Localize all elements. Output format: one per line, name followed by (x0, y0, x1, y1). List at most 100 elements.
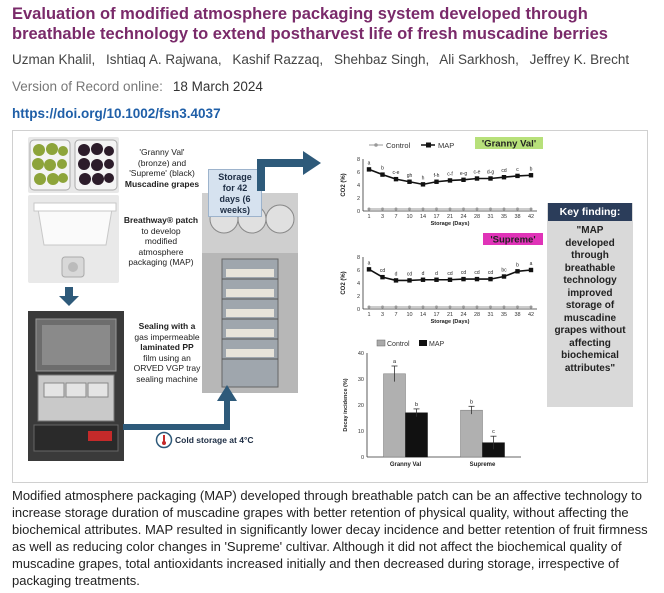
significance-letter: d-g (487, 170, 494, 176)
x-tick-label: 3 (381, 214, 384, 220)
author-name[interactable]: Ali Sarkhosh, (439, 52, 519, 67)
author-name[interactable]: Kashif Razzaq, (232, 52, 324, 67)
storage-line: Storage (218, 172, 252, 182)
significance-letter: d (395, 271, 398, 277)
author-name[interactable]: Shehbaz Singh, (333, 52, 430, 67)
legend-label: Control (386, 141, 411, 150)
x-tick-label: 14 (420, 214, 426, 220)
significance-letter: c-f (447, 171, 453, 177)
x-tick-label: 38 (514, 214, 520, 220)
x-tick-label: 7 (394, 312, 397, 318)
data-point-control (408, 305, 411, 309)
article-title[interactable]: Evaluation of modified atmosphere packag… (12, 5, 608, 43)
data-point-map (515, 269, 520, 274)
storage-line: days (6 (219, 194, 251, 204)
legend-label: MAP (429, 341, 445, 348)
significance-letter: b (381, 166, 384, 172)
data-point-map (434, 179, 439, 184)
data-point-control (516, 207, 519, 211)
author-name[interactable]: Uzman Khalil, (12, 52, 96, 67)
summary-text: Modified atmosphere packaging (MAP) deve… (12, 488, 648, 588)
grapes-illustration (29, 139, 118, 191)
author-name[interactable]: Ishtiaq A. Rajwana, (106, 52, 222, 67)
data-point-control (435, 305, 438, 309)
significance-letter: b (470, 399, 473, 405)
data-point-control (475, 305, 479, 309)
significance-letter: b (415, 402, 418, 408)
version-label: Version of Record online: (12, 79, 163, 94)
data-point-control (448, 207, 452, 211)
x-tick-label: 21 (447, 312, 453, 318)
y-axis-label: Decay incidence (%) (343, 378, 349, 431)
x-tick-label: 17 (433, 214, 439, 220)
x-tick-label: 38 (514, 312, 520, 318)
data-point-control (421, 305, 425, 309)
data-point-control (381, 305, 384, 309)
up-arrow-icon (123, 385, 237, 430)
caption-line: sealing machine (136, 373, 198, 384)
y-tick-label: 30 (358, 377, 364, 383)
grapes-photo (28, 137, 119, 193)
caption-line: to develop (141, 225, 181, 236)
x-tick-label: 10 (406, 214, 412, 220)
y-axis-label: CO2 (%) (341, 173, 347, 196)
data-point-map (474, 276, 480, 282)
data-point-control (475, 207, 479, 211)
y-axis-label: CO2 (%) (341, 271, 347, 294)
data-point-control (502, 207, 506, 211)
data-point-map (393, 176, 399, 182)
key-finding-panel (547, 203, 633, 407)
legend-marker-map (426, 142, 431, 148)
doi-link[interactable]: https://doi.org/10.1002/fsn3.4037 (12, 106, 221, 121)
caption-line: (bronze) and (137, 157, 187, 168)
x-axis-label: Storage (Days) (431, 319, 470, 325)
data-point-map (434, 277, 439, 282)
cultivar-badge (483, 233, 543, 245)
data-point-map (447, 277, 453, 282)
significance-letter: d (435, 271, 438, 277)
significance-letter: a (368, 260, 371, 266)
cultivar-badge-label: 'Supreme' (490, 235, 535, 246)
cultivar-badge-label: 'Granny Val' (482, 139, 536, 150)
x-tick-label: 24 (460, 214, 466, 220)
data-point-map (461, 276, 466, 282)
data-point-control (502, 305, 506, 309)
data-point-map (380, 274, 385, 280)
significance-letter: c (492, 429, 495, 435)
data-point-control (435, 207, 438, 211)
data-point-control (462, 305, 465, 309)
legend-swatch-map (419, 340, 427, 346)
significance-letter: c-e (393, 170, 400, 176)
y-tick-label: 20 (358, 403, 364, 409)
sealing-machine-illustration (28, 311, 124, 461)
data-point-control (516, 305, 519, 309)
x-tick-label: 31 (487, 214, 493, 220)
significance-letter: cd (501, 168, 507, 174)
bar (460, 409, 483, 458)
x-tick-label: 28 (474, 312, 480, 318)
y-tick-label: 10 (358, 429, 364, 435)
significance-letter: bc (501, 268, 507, 274)
caption-line: ORVED VGP tray (133, 363, 201, 373)
key-finding-title: Key finding: (548, 203, 632, 221)
x-tick-label: 14 (420, 312, 426, 318)
caption-line: film using an (143, 352, 191, 363)
sealing-machine-photo (28, 311, 124, 461)
container-illustration (33, 202, 117, 278)
author-name[interactable]: Jeffrey K. Brecht (529, 52, 630, 67)
significance-letter: e-g (460, 171, 467, 177)
y-tick-label: 0 (357, 209, 360, 215)
cultivar-badge (475, 137, 543, 149)
y-tick-label: 2 (357, 196, 360, 202)
caption-line: Breathway® patch (123, 215, 199, 225)
cold-storage-illustration (202, 193, 298, 393)
x-tick-label: 42 (528, 214, 534, 220)
x-tick-label: 31 (487, 312, 493, 318)
bar (405, 412, 428, 458)
bar (383, 373, 406, 458)
cultivar-caption: 'Granny Val' (bronze) and 'Supreme' (bla… (123, 147, 201, 189)
data-point-map (447, 178, 453, 183)
author-list: Uzman Khalil, Ishtiaq A. Rajwana, Kashif… (12, 52, 636, 67)
